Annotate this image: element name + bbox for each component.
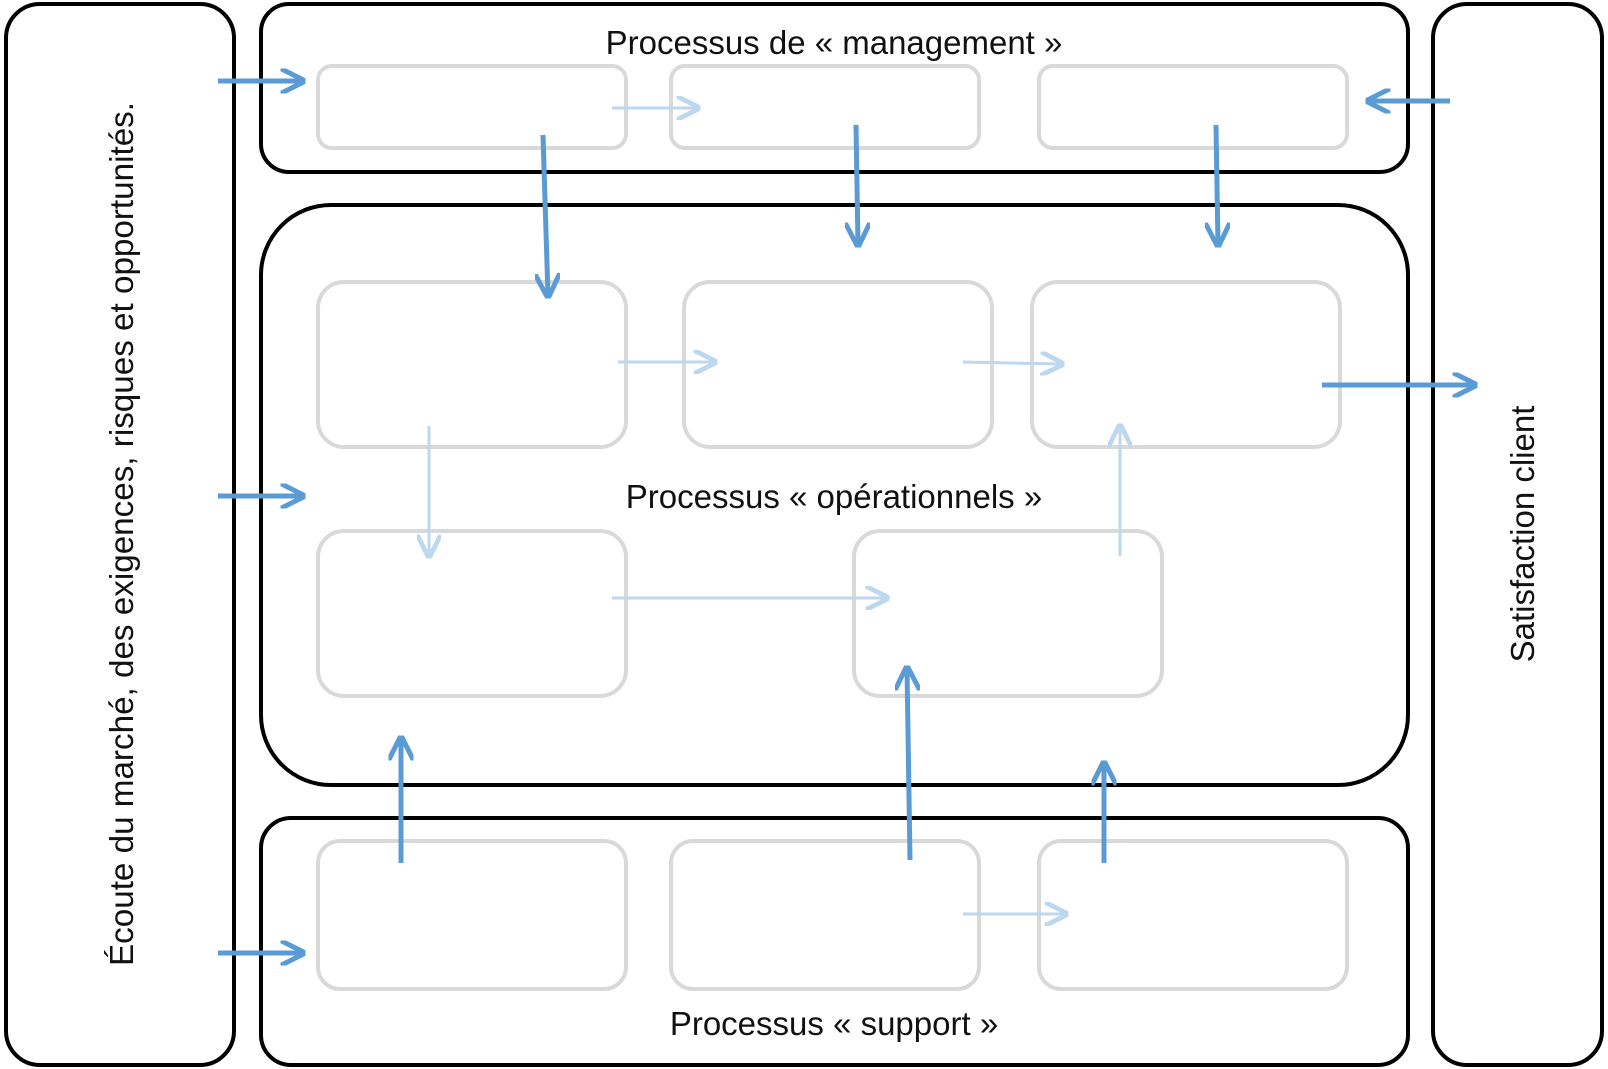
management-down-arrow-1 (543, 134, 548, 296)
support-up-arrow-2 (907, 668, 910, 861)
support-box-2 (669, 839, 981, 991)
management-down-arrow-3 (1216, 124, 1218, 245)
operational-box-4 (316, 529, 628, 698)
management-down-arrow-2 (856, 124, 858, 245)
management-box-2 (669, 64, 981, 150)
support-box-1 (316, 839, 628, 991)
operational-box-2 (682, 280, 994, 449)
management-box-3 (1037, 64, 1349, 150)
support-box-3 (1037, 839, 1349, 991)
operational-box-1 (316, 280, 628, 449)
management-box-1 (316, 64, 628, 150)
left-column-box (4, 2, 236, 1067)
management-frame (259, 2, 1410, 174)
flow-arrow-operational-2-3 (962, 362, 1062, 364)
operational-box-5 (852, 529, 1164, 698)
right-column-box (1431, 2, 1604, 1067)
support-frame (259, 816, 1410, 1067)
operational-title: Processus « opérationnels » (626, 478, 1042, 515)
operational-box-3 (1030, 280, 1342, 449)
left-column-label: Écoute du marché, des exigences, risques… (103, 102, 140, 966)
management-title: Processus de « management » (606, 24, 1063, 61)
right-column-label: Satisfaction client (1504, 406, 1541, 663)
support-title: Processus « support » (670, 1005, 998, 1042)
